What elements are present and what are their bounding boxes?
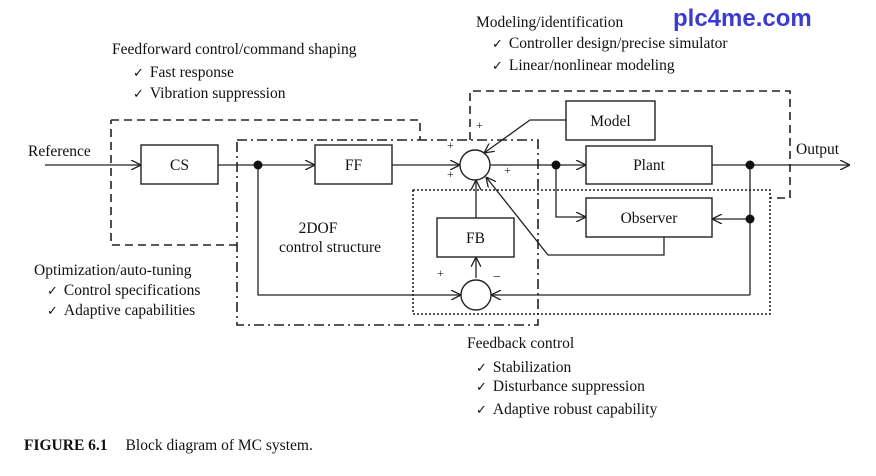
feedforward-item: ✓ Vibration suppression [133, 86, 285, 102]
check-icon: ✓ [47, 283, 58, 298]
model-label: Model [590, 113, 630, 130]
modeling-title: Modeling/identification [476, 14, 624, 31]
feedback-item-label: Disturbance suppression [492, 378, 645, 395]
sign-ff-top: + [447, 138, 454, 152]
optimization-item: ✓ Adaptive capabilities [47, 303, 195, 319]
reference-label: Reference [28, 143, 91, 160]
fb-block: FB [436, 217, 515, 258]
check-icon: ✓ [47, 303, 58, 318]
sign-error-plus: + [437, 266, 444, 280]
modeling-region [469, 90, 791, 199]
check-icon: ✓ [476, 379, 487, 394]
feedforward-item: ✓ Fast response [133, 65, 234, 81]
cs-block: CS [140, 144, 219, 185]
check-icon: ✓ [476, 402, 487, 417]
ff-block: FF [314, 144, 393, 185]
summing-junction-main [459, 149, 491, 181]
ff-label: FF [345, 157, 363, 174]
feedback-item: ✓ Disturbance suppression [476, 379, 645, 395]
optimization-item: ✓ Control specifications [47, 283, 200, 299]
modeling-item-label: Controller design/precise simulator [508, 35, 728, 52]
optimization-item-label: Control specifications [63, 282, 201, 299]
observer-to-sum [486, 177, 665, 256]
feedforward-item-label: Fast response [149, 64, 234, 81]
sign-ff-left: + [447, 167, 454, 181]
junction-dot [745, 160, 755, 170]
junction-dot [551, 160, 561, 170]
feedback-item: ✓ Stabilization [476, 360, 571, 376]
feedback-item-label: Stabilization [492, 359, 572, 376]
input-to-observer [555, 165, 586, 217]
check-icon: ✓ [133, 65, 144, 80]
feedback-region [412, 189, 771, 315]
feedforward-title: Feedforward control/command shaping [112, 41, 357, 58]
optimization-title: Optimization/auto-tuning [34, 262, 192, 279]
plant-label: Plant [633, 157, 666, 174]
fb-label: FB [466, 230, 485, 247]
sign-model: + [476, 118, 483, 132]
2dof-label-line1: 2DOF [299, 220, 338, 237]
2dof-label-line2: control structure [279, 239, 381, 256]
sign-out: + [504, 163, 511, 177]
feedback-title: Feedback control [467, 335, 575, 352]
modeling-item: ✓ Controller design/precise simulator [492, 36, 728, 52]
feedforward-region [110, 119, 421, 246]
observer-block: Observer [585, 197, 713, 238]
check-icon: ✓ [476, 360, 487, 375]
optimization-item-label: Adaptive capabilities [63, 302, 196, 319]
modeling-item: ✓ Linear/nonlinear modeling [492, 58, 675, 74]
sign-error-minus: − [493, 270, 501, 285]
modeling-item-label: Linear/nonlinear modeling [508, 57, 675, 74]
figure-label: FIGURE 6.1 [24, 437, 108, 454]
output-label: Output [796, 141, 840, 158]
feedback-item: ✓ Adaptive robust capability [476, 402, 657, 418]
observer-label: Observer [621, 210, 679, 227]
junction-dot [745, 214, 755, 224]
check-icon: ✓ [492, 36, 503, 51]
watermark: plc4me.com [673, 5, 812, 32]
figure-caption: FIGURE 6.1 Block diagram of MC system. [24, 438, 313, 454]
figure-caption-text: Block diagram of MC system. [125, 437, 313, 454]
reference-to-error [257, 165, 461, 295]
check-icon: ✓ [492, 58, 503, 73]
cs-label: CS [170, 157, 189, 174]
plant-block: Plant [585, 145, 713, 185]
feedback-item-label: Adaptive robust capability [492, 401, 658, 418]
summing-junction-error [460, 279, 492, 311]
check-icon: ✓ [133, 86, 144, 101]
model-block: Model [565, 100, 656, 141]
model-to-sum [484, 119, 566, 153]
junction-dot [253, 160, 263, 170]
feedforward-item-label: Vibration suppression [149, 85, 286, 102]
